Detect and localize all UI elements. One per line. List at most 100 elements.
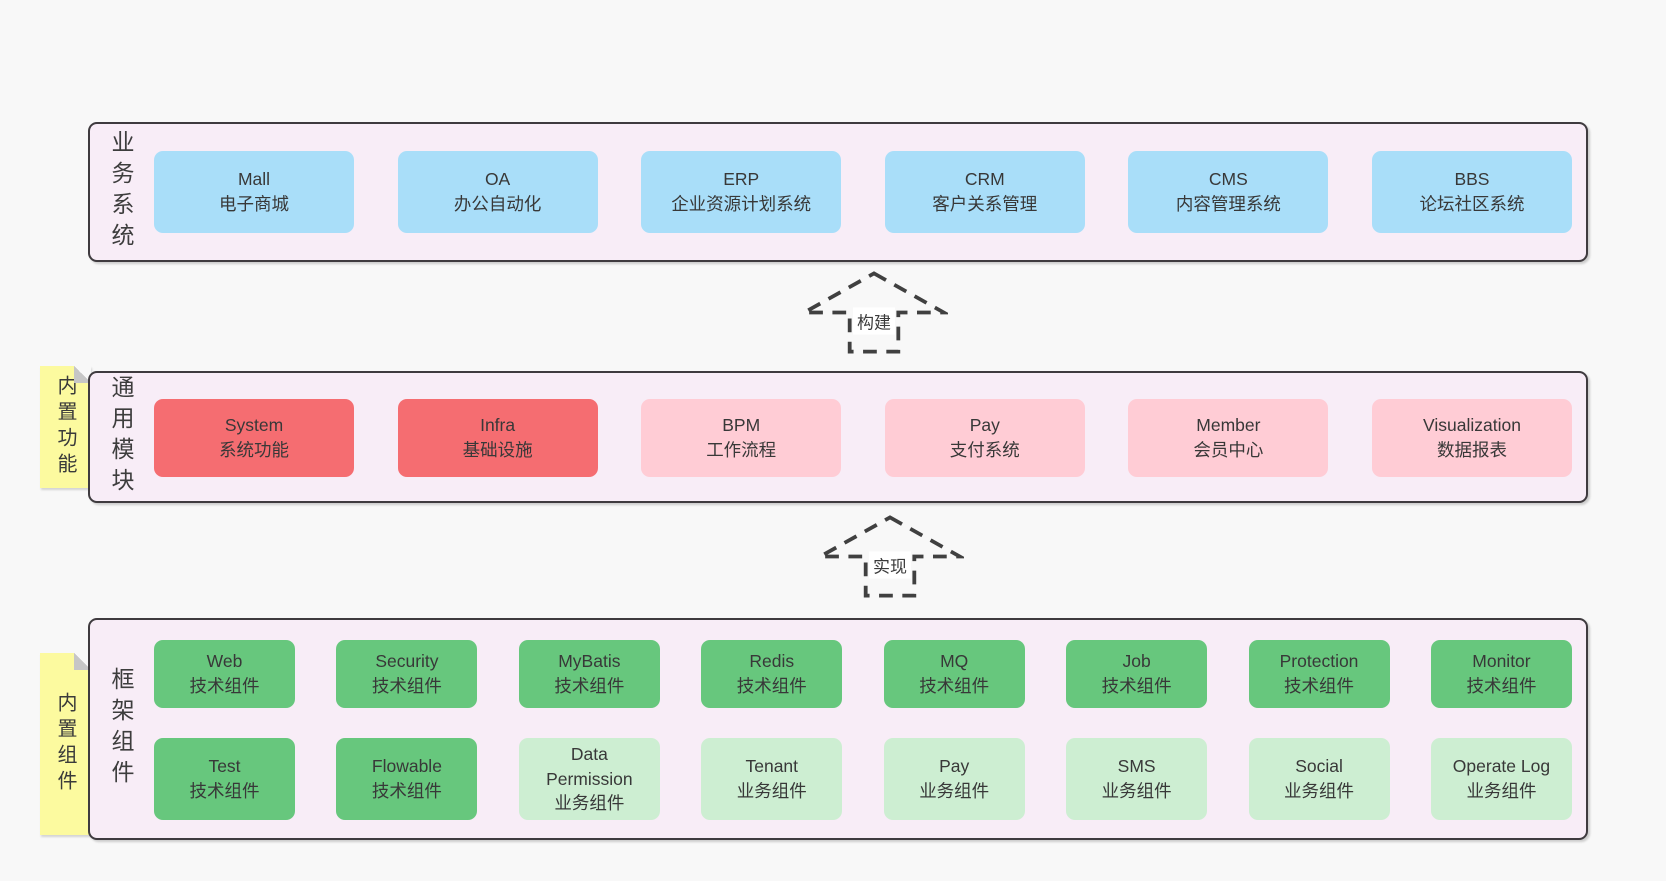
box-monitor: Monitor 技术组件 [1430, 640, 1572, 708]
box-crm: CRM 客户关系管理 [884, 151, 1085, 233]
band-business-systems: 业务系统 Mall 电子商城 OA 办公自动化 ERP 企业资源计划系统 CRM… [88, 122, 1588, 262]
box-title: BPM [722, 415, 761, 436]
box-infra: Infra 基础设施 [397, 399, 598, 477]
folded-corner-icon [74, 366, 91, 383]
box-title: OA [484, 169, 511, 190]
box-title: Operate Log [1452, 756, 1551, 777]
box-subtitle: 数据报表 [1436, 440, 1507, 460]
box-title: Web [206, 651, 243, 672]
box-security: Security 技术组件 [336, 640, 478, 708]
arrow-implement-label: 实现 [869, 551, 911, 579]
band-business-systems-label: 业务系统 [108, 130, 134, 254]
box-title: Tenant [745, 756, 799, 777]
box-title: Test [208, 756, 241, 777]
box-subtitle: 技术组件 [371, 676, 442, 696]
box-subtitle: 工作流程 [706, 440, 777, 460]
band-common-modules: 通用模块 System 系统功能 Infra 基础设施 BPM 工作流程 Pay… [88, 371, 1588, 503]
box-data-permission: Data Permission 业务组件 [518, 738, 660, 820]
box-title: SMS [1117, 756, 1156, 777]
box-title: Pay [939, 756, 970, 777]
box-subtitle: 业务组件 [1284, 781, 1355, 801]
box-member: Member 会员中心 [1128, 399, 1329, 477]
box-title: MQ [940, 651, 969, 672]
up-block-arrow-icon [816, 515, 964, 598]
box-pay-component: Pay 业务组件 [883, 738, 1025, 820]
box-subtitle: 业务组件 [919, 781, 990, 801]
sticky-built-in-features-label: 内置功能 [54, 375, 76, 479]
box-bbs: BBS 论坛社区系统 [1371, 151, 1572, 233]
box-subtitle: 业务组件 [1466, 781, 1537, 801]
box-title: Flowable [371, 756, 442, 777]
box-mall: Mall 电子商城 [154, 151, 354, 233]
box-subtitle: 会员中心 [1193, 440, 1264, 460]
box-subtitle: 客户关系管理 [932, 194, 1038, 214]
box-subtitle: 业务组件 [554, 793, 625, 814]
box-title: Protection [1279, 651, 1359, 672]
box-web: Web 技术组件 [154, 640, 295, 708]
box-subtitle: 系统功能 [219, 440, 289, 460]
box-title: Mall [237, 169, 271, 190]
sticky-built-in-components: 内置组件 [40, 653, 91, 835]
up-block-arrow-icon [800, 271, 948, 354]
box-subtitle: 技术组件 [919, 676, 990, 696]
box-subtitle: 办公自动化 [453, 194, 542, 214]
box-redis: Redis 技术组件 [701, 640, 843, 708]
box-flowable: Flowable 技术组件 [336, 738, 478, 820]
band-business-systems-row: Mall 电子商城 OA 办公自动化 ERP 企业资源计划系统 CRM 客户关系… [154, 151, 1572, 233]
framework-row-technical: Web 技术组件 Security 技术组件 MyBatis 技术组件 Redi… [154, 640, 1572, 708]
box-system: System 系统功能 [154, 399, 354, 477]
box-protection: Protection 技术组件 [1248, 640, 1390, 708]
box-title: MyBatis [558, 651, 621, 672]
box-subtitle: 技术组件 [1101, 676, 1172, 696]
box-title: Redis [749, 651, 795, 672]
sticky-built-in-components-label: 内置组件 [54, 692, 76, 796]
box-subtitle: 业务组件 [736, 781, 807, 801]
box-subtitle: 技术组件 [371, 781, 442, 801]
box-erp: ERP 企业资源计划系统 [641, 151, 842, 233]
box-subtitle: 技术组件 [554, 676, 625, 696]
sticky-built-in-features: 内置功能 [40, 366, 91, 488]
box-title: Data Permission [546, 743, 633, 789]
box-title: Monitor [1472, 651, 1531, 672]
box-title: ERP [723, 169, 760, 190]
box-sms: SMS 业务组件 [1066, 738, 1208, 820]
box-subtitle: 基础设施 [462, 440, 533, 460]
box-title: Visualization [1423, 415, 1521, 436]
arrow-build-label: 构建 [853, 307, 895, 335]
box-mq: MQ 技术组件 [883, 640, 1025, 708]
band-common-modules-label: 通用模块 [108, 375, 134, 499]
box-title: CMS [1208, 169, 1248, 190]
box-tenant: Tenant 业务组件 [701, 738, 843, 820]
box-subtitle: 企业资源计划系统 [671, 194, 812, 214]
box-cms: CMS 内容管理系统 [1128, 151, 1329, 233]
box-subtitle: 技术组件 [1466, 676, 1537, 696]
box-title: CRM [964, 169, 1005, 190]
band-common-modules-row: System 系统功能 Infra 基础设施 BPM 工作流程 Pay 支付系统… [154, 399, 1572, 477]
box-title: Pay [969, 415, 1000, 436]
box-subtitle: 技术组件 [1284, 676, 1355, 696]
box-job: Job 技术组件 [1066, 640, 1208, 708]
arrow-build: 构建 [800, 270, 948, 355]
box-oa: OA 办公自动化 [397, 151, 598, 233]
box-mybatis: MyBatis 技术组件 [518, 640, 660, 708]
box-subtitle: 支付系统 [949, 440, 1020, 460]
box-pay-module: Pay 支付系统 [884, 399, 1085, 477]
box-title: Security [375, 651, 439, 672]
framework-row-business: Test 技术组件 Flowable 技术组件 Data Permission … [154, 738, 1572, 820]
box-subtitle: 电子商城 [219, 194, 289, 214]
box-visualization: Visualization 数据报表 [1371, 399, 1572, 477]
box-title: Social [1295, 756, 1343, 777]
box-test: Test 技术组件 [154, 738, 295, 820]
box-subtitle: 内容管理系统 [1175, 194, 1281, 214]
box-operate-log: Operate Log 业务组件 [1430, 738, 1572, 820]
band-framework-components-label: 框架组件 [108, 667, 134, 791]
folded-corner-icon [74, 653, 91, 670]
box-social: Social 业务组件 [1248, 738, 1390, 820]
box-subtitle: 技术组件 [189, 676, 260, 696]
box-title: Job [1122, 651, 1151, 672]
box-subtitle: 技术组件 [736, 676, 807, 696]
box-subtitle: 技术组件 [189, 781, 260, 801]
band-framework-components: 框架组件 Web 技术组件 Security 技术组件 MyBatis 技术组件… [88, 618, 1588, 840]
box-bpm: BPM 工作流程 [641, 399, 842, 477]
